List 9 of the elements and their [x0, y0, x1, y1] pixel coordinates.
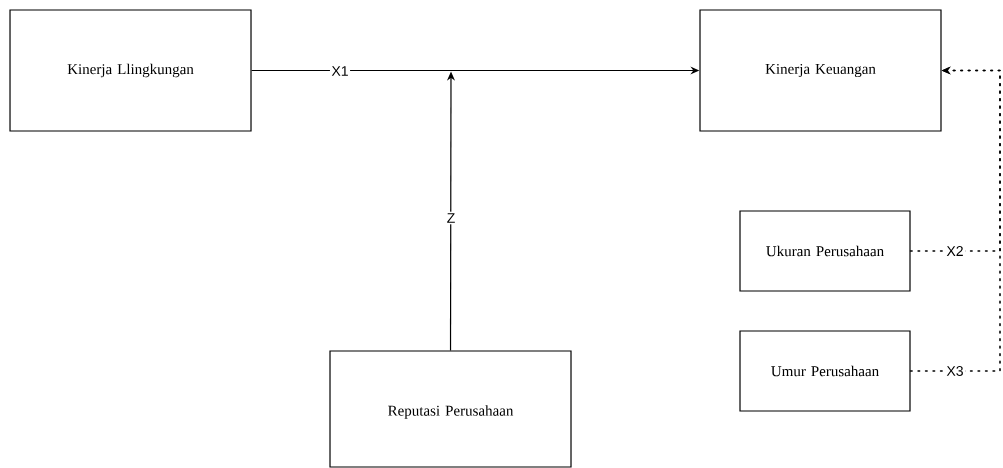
edge-label: X2	[944, 244, 966, 258]
edge-label: X3	[944, 364, 966, 378]
process-box: Ukuran Perusahaan	[739, 210, 911, 292]
process-box: Reputasi Perusahaan	[329, 350, 572, 468]
process-box: Umur Perusahaan	[739, 330, 911, 412]
edge-label: X1	[329, 64, 351, 78]
process-box: Kinerja Keuangan	[699, 9, 942, 132]
edge-label: Z	[445, 211, 457, 225]
process-box: Kinerja Llingkungan	[9, 9, 252, 132]
